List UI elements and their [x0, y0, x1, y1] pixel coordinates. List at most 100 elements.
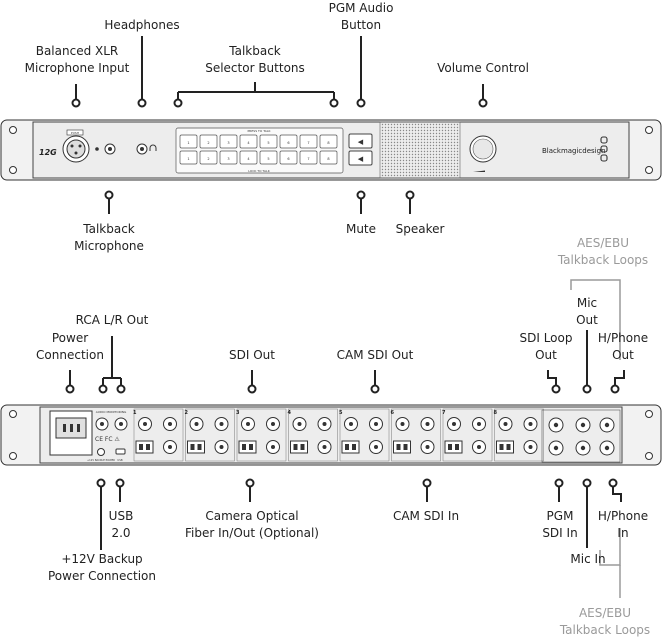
mute-button[interactable]	[348, 150, 373, 166]
hphone-out-label: H/Phone Out	[597, 331, 649, 362]
talkback-button-number: 3	[227, 157, 229, 161]
talkback-button-number: 2	[207, 157, 209, 161]
power-connection-label: Power Connection	[36, 331, 104, 362]
backup-power-label: +12V BACKUP POWER	[87, 458, 115, 462]
mic-out-label: Mic Out	[576, 296, 598, 327]
volume-control-label: Volume Control	[437, 61, 529, 75]
talkback-button-number: 1	[187, 141, 189, 145]
talkback-button-4-lock[interactable]	[239, 150, 258, 165]
talkback-button-7-lock[interactable]	[299, 150, 318, 165]
rear-channel-number: 6	[391, 410, 395, 416]
mute-label: Mute	[345, 222, 377, 236]
talkback-button-5-lock[interactable]	[259, 150, 278, 165]
optical-fiber-port	[135, 440, 154, 454]
rear-channel-6: 6	[391, 408, 441, 462]
rear-channel-number: 5	[339, 410, 343, 416]
rear-channel-3: 3	[236, 408, 287, 462]
lock-to-talk-label: LOCK TO TALK	[248, 169, 270, 173]
mute-glyph-icon: ◀	[358, 155, 364, 163]
talkback-button-number: 3	[227, 141, 229, 145]
rear-channel-4: 4	[288, 408, 338, 462]
optical-fiber-port	[496, 440, 514, 454]
talkback-button-5-press[interactable]	[259, 134, 278, 149]
speaker-glyph-icon: ◀	[358, 138, 364, 146]
cam-sdi-out-label: CAM SDI Out	[336, 348, 414, 362]
volume-knob[interactable]	[469, 135, 497, 163]
brand-mark-icon	[600, 136, 608, 162]
backup-power-callout: +12V Backup Power Connection	[48, 552, 156, 583]
talkback-button-3-lock[interactable]	[219, 150, 238, 165]
usb-label: USB	[117, 458, 122, 462]
talkback-button-number: 8	[327, 141, 329, 145]
talkback-button-6-press[interactable]	[279, 134, 298, 149]
xlr-input-connector: PUSH	[62, 129, 90, 163]
speaker-label: Speaker	[395, 222, 445, 236]
talkback-selector-label: Talkback Selector Buttons	[205, 44, 305, 75]
talkback-button-1-lock[interactable]	[179, 150, 198, 165]
optical-fiber-port	[238, 440, 257, 454]
rca-out-label: RCA L/R Out	[75, 313, 149, 327]
press-to-talk-label: PRESS TO TALK	[248, 129, 272, 133]
headphones-jack	[136, 143, 157, 155]
optical-fiber-port	[341, 440, 360, 454]
power-inlet	[49, 410, 93, 456]
talkback-microphone-label: Talkback Microphone	[74, 222, 144, 253]
rear-channel-8: 8	[494, 408, 544, 462]
rear-channel-2: 2	[185, 408, 235, 462]
brand-logo: Blackmagicdesign	[542, 147, 606, 155]
talkback-button-4-press[interactable]	[239, 134, 258, 149]
talkback-button-number: 5	[267, 157, 269, 161]
talkback-button-number: 6	[287, 157, 289, 161]
rear-panel: AUDIO MONITORING CE FC ⚠ +12V BACKUP POW…	[0, 404, 662, 466]
balanced-xlr-label: Balanced XLR Microphone Input	[24, 44, 130, 75]
sdi-loop-out-label: SDI Loop Out	[519, 331, 573, 362]
volume-ramp-icon	[473, 170, 485, 172]
talkback-mic-port	[95, 143, 116, 155]
talkback-button-group: PRESS TO TALK LOCK TO TALK 1122334455667…	[175, 127, 344, 174]
optical-fiber-port	[187, 440, 205, 454]
camera-optical-label: Camera Optical Fiber In/Out (Optional)	[185, 509, 319, 540]
talkback-button-number: 2	[207, 141, 209, 145]
talkback-button-8-press[interactable]	[319, 134, 338, 149]
cam-sdi-in-label: CAM SDI In	[392, 509, 460, 523]
headphones-label: Headphones	[104, 18, 180, 32]
talkback-button-6-lock[interactable]	[279, 150, 298, 165]
speaker-grille	[379, 121, 461, 179]
optical-fiber-port	[393, 440, 411, 454]
talkback-button-8-lock[interactable]	[319, 150, 338, 165]
talkback-button-7-press[interactable]	[299, 134, 318, 149]
mic-in-label: Mic In	[570, 552, 606, 566]
audio-monitoring-label: AUDIO MONITORING	[96, 410, 127, 414]
aes-ebu-bracket-lines	[570, 279, 621, 598]
backup-power-jack	[97, 448, 105, 456]
optical-fiber-port	[444, 440, 463, 454]
aes-ebu-top-label: AES/EBU Talkback Loops	[557, 236, 649, 267]
front-callout-dots	[71, 98, 488, 200]
rear-channel-7: 7	[442, 408, 493, 462]
talkback-button-number: 5	[267, 141, 269, 145]
rear-callout-dots	[65, 384, 620, 488]
front-panel: 12G PUSH	[0, 119, 662, 181]
talkback-button-2-lock[interactable]	[199, 150, 218, 165]
talkback-button-3-press[interactable]	[219, 134, 238, 149]
rear-channel-number: 4	[288, 410, 292, 416]
rear-channel-number: 3	[236, 410, 240, 416]
pgm-audio-button[interactable]	[348, 133, 373, 149]
usb-label-callout: USB 2.0	[108, 509, 134, 540]
rear-channel-5: 5	[339, 408, 390, 462]
push-label: PUSH	[71, 131, 79, 135]
aes-ebu-bottom-label: AES/EBU Talkback Loops	[559, 606, 651, 637]
hphone-in-label: H/Phone In	[597, 509, 649, 540]
optical-fiber-port	[290, 440, 308, 454]
talkback-button-number: 4	[247, 141, 250, 145]
talkback-button-number: 6	[287, 141, 289, 145]
rear-channel-number: 1	[133, 410, 137, 416]
talkback-button-2-press[interactable]	[199, 134, 218, 149]
usb-port	[115, 448, 126, 455]
talkback-button-number: 8	[327, 157, 329, 161]
talkback-button-1-press[interactable]	[179, 134, 198, 149]
rear-channel-number: 8	[494, 410, 498, 416]
